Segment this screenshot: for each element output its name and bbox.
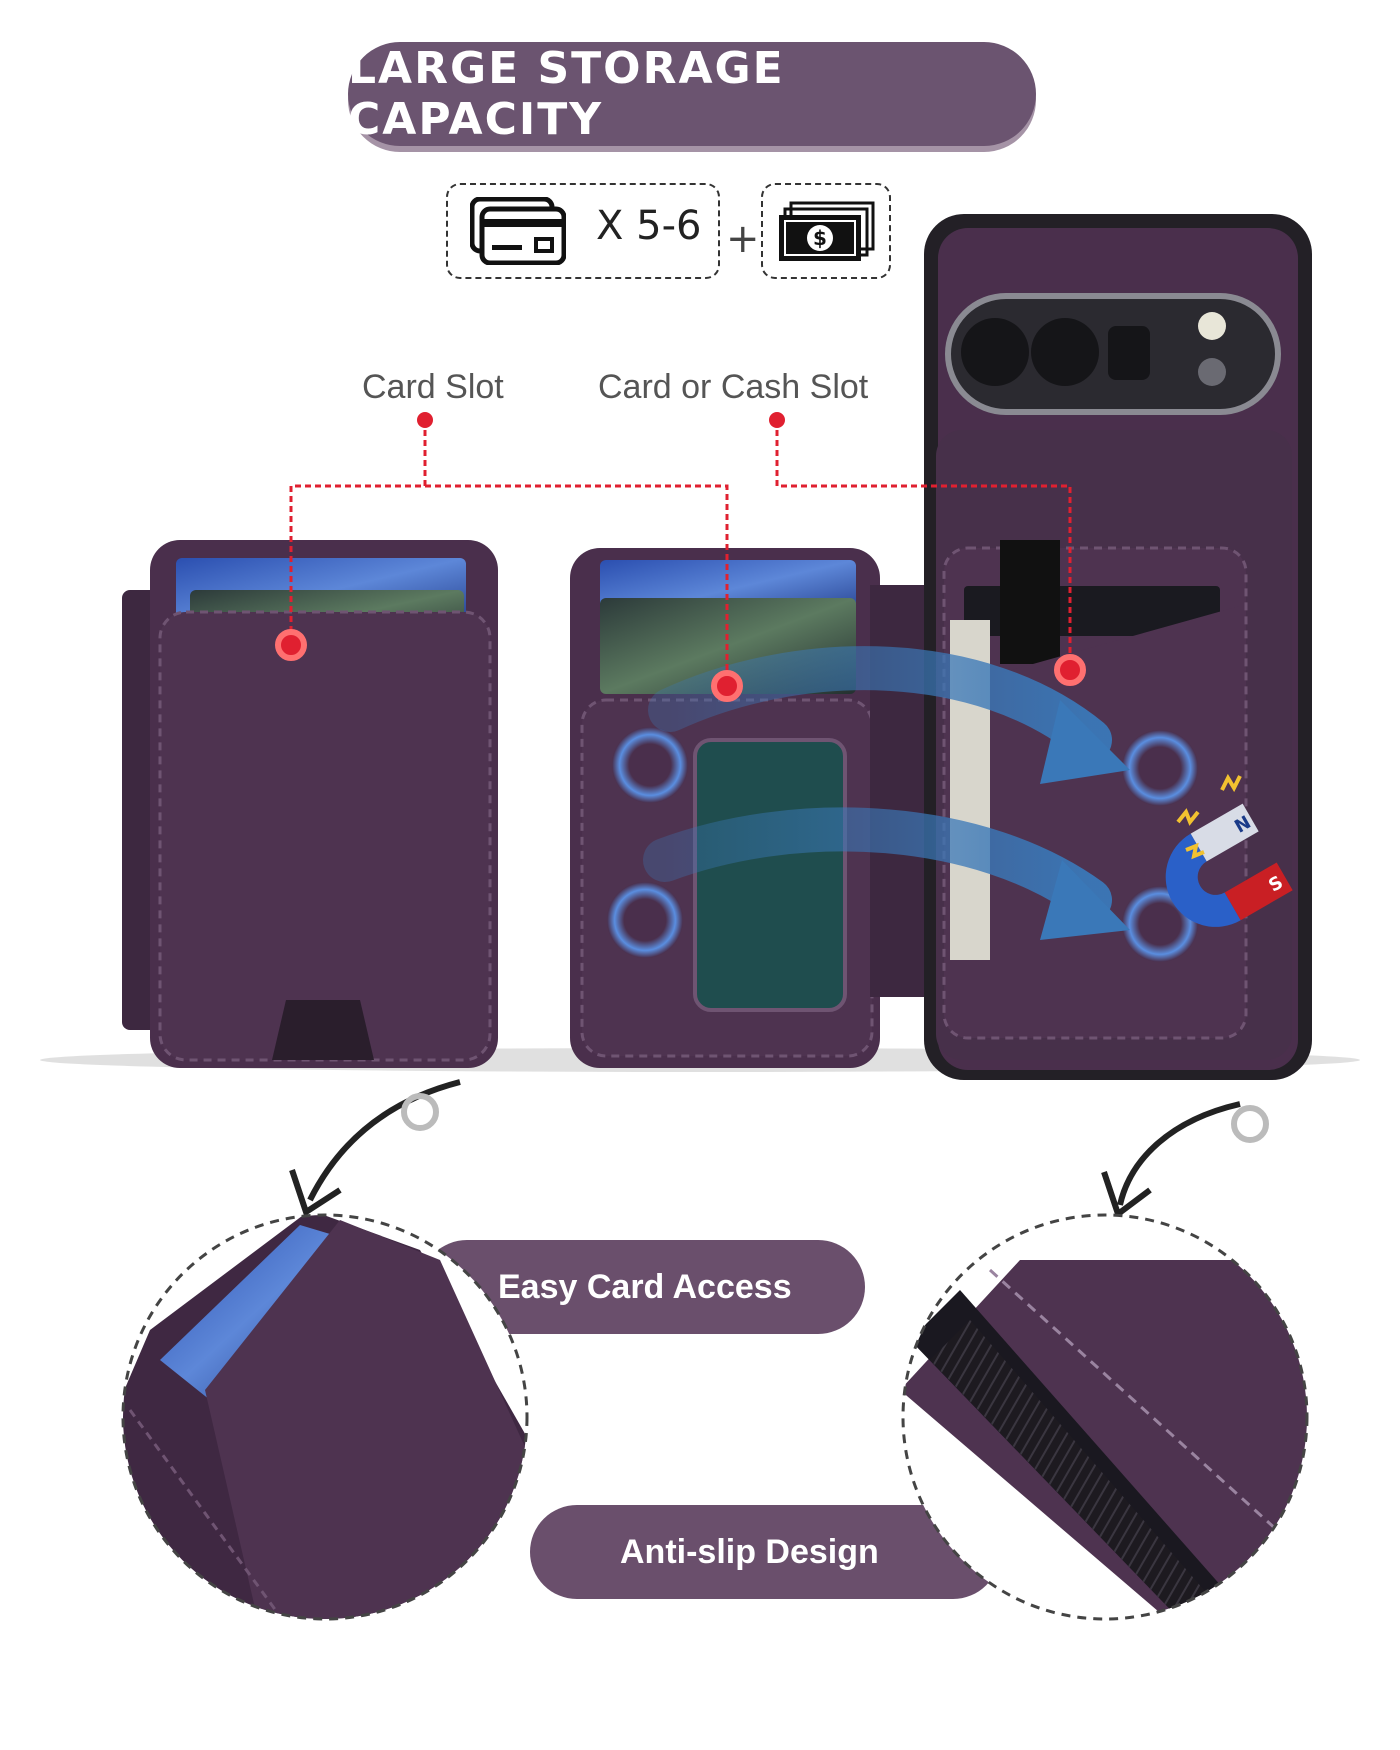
- zoom-circle-right: [901, 1213, 1309, 1621]
- magnet-spark-icon: [1176, 773, 1242, 860]
- plus-sign: +: [726, 216, 760, 262]
- title-banner: LARGE STORAGE CAPACITY: [348, 42, 1036, 146]
- pointer-arrow-right: [1101, 1101, 1269, 1219]
- cash-stack-icon: $: [779, 201, 875, 261]
- pointer-arrow-left: [289, 1079, 461, 1217]
- magnet-icon: N S: [1165, 803, 1293, 927]
- phone-case: [924, 214, 1312, 1080]
- card-or-cash-slot-label: Card or Cash Slot: [598, 368, 869, 406]
- callout-lines: [289, 420, 1072, 686]
- zoom-circle-left: [121, 1213, 529, 1621]
- callout-dots: [275, 412, 1086, 702]
- anti-slip-label: Anti-slip Design: [620, 1533, 879, 1571]
- anti-slip-pill: [530, 1505, 1000, 1599]
- zoom-anti-slip: [903, 1215, 1307, 1619]
- page-title: LARGE STORAGE CAPACITY: [348, 43, 785, 145]
- zoom-card-access: [123, 1215, 527, 1619]
- easy-card-access-label: Easy Card Access: [498, 1268, 792, 1306]
- card-slot-label: Card Slot: [362, 368, 504, 406]
- card-capacity-box: X 5-6: [446, 183, 720, 279]
- cash-symbol: $: [813, 226, 827, 250]
- cash-capacity-box: $: [761, 183, 891, 279]
- wallet-closed: [122, 540, 498, 1068]
- attach-arrow-bottom: [643, 807, 1130, 940]
- credit-card-icon: [470, 197, 566, 265]
- wallet-open: [570, 548, 944, 1068]
- easy-card-access-pill: [420, 1240, 865, 1334]
- card-count: X 5-6: [596, 203, 702, 249]
